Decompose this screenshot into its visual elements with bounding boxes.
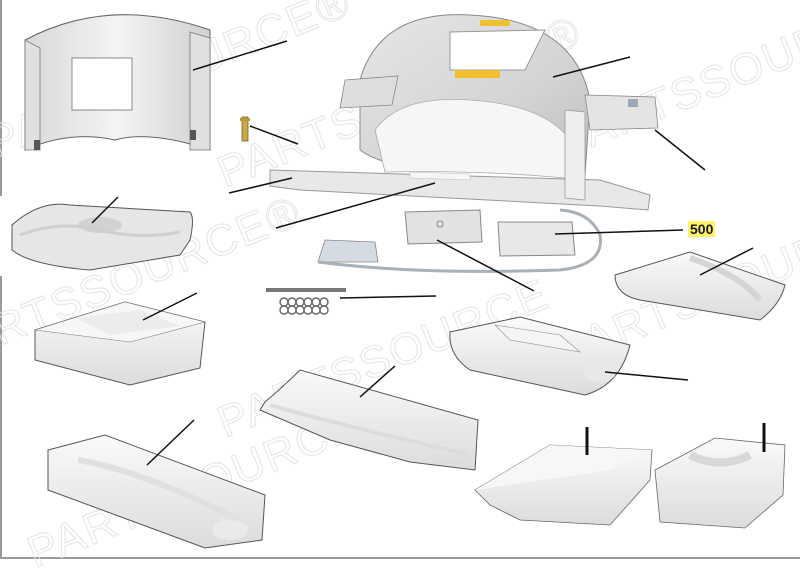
part-anterior-coil-shell bbox=[24, 14, 211, 151]
part-pcb-modules bbox=[317, 208, 602, 273]
leader-lines-vertical bbox=[585, 423, 766, 455]
part-half-cylinder-pad-large bbox=[449, 316, 631, 396]
frame-border-left-bottom bbox=[0, 276, 2, 559]
part-rect-pad bbox=[34, 301, 207, 386]
part-head-pillow bbox=[11, 203, 193, 271]
frame-border-bottom bbox=[0, 557, 800, 559]
part-wedge-pad bbox=[474, 444, 653, 526]
part-hardware-kit bbox=[266, 288, 346, 315]
part-coil-housing bbox=[339, 14, 659, 179]
part-half-cylinder-pad-small bbox=[614, 251, 786, 321]
frame-border-left-top bbox=[0, 0, 2, 196]
part-channel-pad bbox=[654, 437, 786, 529]
part-locking-pin bbox=[240, 116, 250, 142]
leader-lines bbox=[91, 40, 754, 466]
part-trough-pad-long bbox=[259, 369, 479, 471]
part-callout-label[interactable]: 500 bbox=[688, 221, 716, 237]
part-base-tray bbox=[269, 109, 651, 211]
part-trough-pad-short bbox=[47, 434, 266, 549]
parts-illustration bbox=[11, 14, 786, 549]
